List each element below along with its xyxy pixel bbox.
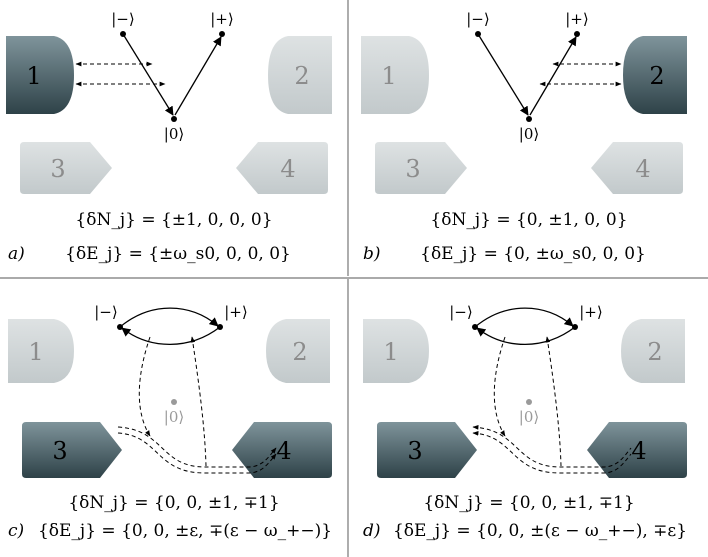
lead-3-number: 3: [52, 437, 67, 465]
lead-4: [587, 422, 687, 478]
panel-label: d): [363, 521, 381, 541]
lead-3: [20, 142, 112, 194]
state-dot-plus: [574, 31, 580, 37]
delta-e-equation: {δE_j} = {±ω_s0, 0, 0, 0}: [65, 244, 291, 264]
arc-plus-to-minus: [121, 326, 221, 345]
state-label-plus: |+⟩: [210, 10, 233, 28]
lead-1: [6, 36, 74, 114]
lead-1-number: 1: [383, 338, 398, 366]
lead-2: [266, 319, 330, 383]
dashed-arc-left: [493, 336, 506, 437]
lead-2: [623, 36, 687, 114]
lead-3: [377, 422, 477, 478]
state-label-zero: |0⟩: [164, 125, 184, 143]
state-dot-zero: [526, 116, 532, 122]
arrow-minus-to-zero: [477, 33, 529, 116]
state-dot-zero: [526, 399, 532, 405]
lead-3-number: 3: [50, 155, 65, 183]
lead-1-number: 1: [26, 62, 41, 90]
lead-1-number: 1: [28, 338, 43, 366]
state-dot-plus: [219, 31, 225, 37]
state-label-zero: |0⟩: [164, 408, 184, 426]
lead-4: [232, 422, 332, 478]
delta-e-equation: {δE_j} = {0, 0, ±(ε − ω_+−), ∓ε}: [393, 521, 687, 541]
dashed-arc-left: [138, 336, 151, 437]
lead-2: [268, 36, 332, 114]
state-label-zero: |0⟩: [519, 408, 539, 426]
state-label-minus: |−⟩: [449, 303, 472, 321]
lead-2-number: 2: [292, 338, 307, 366]
panel-label: b): [363, 244, 381, 264]
delta-n-equation: {δN_j} = {0, ±1, 0, 0}: [430, 210, 627, 230]
lead-4-number: 4: [635, 155, 650, 183]
state-label-plus: |+⟩: [565, 10, 588, 28]
panel-d: 1 2 3 4 |−⟩ |+⟩ |0⟩ {δN_j} = {0, 0, ±1, ∓1} {δE_…: [363, 303, 687, 541]
panels-layer: 1 2 3 4 |−⟩ |+⟩ |0⟩ {δN_j} = {±1, 0, 0, 0} {δE_j…: [6, 10, 687, 541]
panel-a: 1 2 3 4 |−⟩ |+⟩ |0⟩ {δN_j} = {±1, 0, 0, 0} {δE_j…: [6, 10, 332, 264]
lead-2-number: 2: [294, 62, 309, 90]
arrow-zero-to-plus: [529, 36, 577, 116]
dashed-transport-path-1: [472, 424, 632, 468]
state-dot-plus: [217, 324, 223, 330]
lead-2-number: 2: [649, 62, 664, 90]
lead-1-number: 1: [381, 62, 396, 90]
lead-4-number: 4: [631, 437, 646, 465]
state-dot-zero: [171, 116, 177, 122]
dashed-transport-path-1: [117, 426, 277, 468]
arc-minus-to-plus: [119, 307, 219, 328]
delta-e-equation: {δE_j} = {0, 0, ±ε, ∓(ε − ω_+−)}: [38, 521, 332, 541]
state-label-zero: |0⟩: [519, 125, 539, 143]
arrow-minus-to-zero: [122, 33, 174, 116]
state-label-minus: |−⟩: [466, 10, 489, 28]
delta-n-equation: {δN_j} = {0, 0, ±1, ∓1}: [68, 493, 279, 513]
lead-3: [375, 142, 467, 194]
lead-4: [236, 142, 328, 194]
arc-plus-to-minus: [476, 326, 576, 345]
lead-1: [363, 319, 429, 383]
arrow-zero-to-plus: [174, 36, 222, 116]
lead-4: [591, 142, 683, 194]
panel-c: 1 2 3 4 |−⟩ |+⟩ |0⟩ {δN_j} = {0, 0, ±1, ∓1} {δE_…: [8, 303, 332, 541]
lead-3-number: 3: [405, 155, 420, 183]
lead-3-number: 3: [407, 437, 422, 465]
panel-label: a): [8, 244, 25, 264]
dashed-transport-path-2: [117, 432, 277, 474]
state-label-plus: |+⟩: [224, 303, 247, 321]
dashed-arc-right: [545, 336, 562, 467]
dashed-transport-path-2: [472, 430, 632, 474]
lead-2-number: 2: [647, 338, 662, 366]
panel-label: c): [8, 521, 24, 541]
state-dot-minus: [120, 31, 126, 37]
state-dot-minus: [117, 324, 123, 330]
state-dot-minus: [472, 324, 478, 330]
state-dot-plus: [572, 324, 578, 330]
state-label-minus: |−⟩: [111, 10, 134, 28]
delta-e-equation: {δE_j} = {0, ±ω_s0, 0, 0}: [420, 244, 646, 264]
lead-1: [8, 319, 74, 383]
state-dot-zero: [171, 399, 177, 405]
lead-3: [22, 422, 122, 478]
lead-1: [361, 36, 429, 114]
lead-2: [621, 319, 685, 383]
state-label-plus: |+⟩: [579, 303, 602, 321]
delta-n-equation: {δN_j} = {0, 0, ±1, ∓1}: [423, 493, 634, 513]
state-label-minus: |−⟩: [94, 303, 117, 321]
lead-4-number: 4: [280, 155, 295, 183]
dashed-arc-right: [190, 336, 207, 467]
panel-b: 1 2 3 4 |−⟩ |+⟩ |0⟩ {δN_j} = {0, ±1, 0, 0} {δE_j…: [361, 10, 687, 264]
state-dot-minus: [475, 31, 481, 37]
arc-minus-to-plus: [474, 307, 574, 328]
delta-n-equation: {δN_j} = {±1, 0, 0, 0}: [75, 210, 272, 230]
lead-4-number: 4: [276, 437, 291, 465]
